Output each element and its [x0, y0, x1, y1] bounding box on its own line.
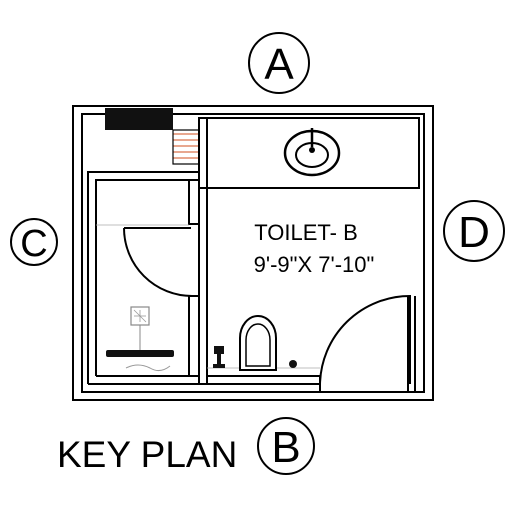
- floor-drain-icon: [289, 360, 297, 368]
- room-size: 9'-9"X 7'-10": [254, 252, 375, 277]
- tap-icon: [213, 346, 225, 368]
- door-arc-right: [319, 294, 411, 385]
- door-arc-left: [123, 227, 193, 297]
- room-name: TOILET- B: [254, 220, 358, 245]
- grid-marker-c: C: [10, 218, 58, 266]
- partition-left-upper: [188, 179, 200, 225]
- grid-marker-b: B: [257, 417, 315, 475]
- shower-icon: [106, 306, 174, 372]
- washbasin-icon: [283, 128, 341, 177]
- grating: [173, 133, 198, 159]
- toilet-icon: [239, 315, 277, 371]
- grating-frame: [172, 129, 200, 165]
- shelf-block: [105, 108, 173, 130]
- outer-wall: [72, 105, 434, 401]
- grid-marker-d: D: [443, 200, 505, 262]
- marker-d-label: D: [458, 208, 490, 257]
- marker-a-label: A: [264, 40, 294, 89]
- grid-marker-a: A: [248, 32, 310, 94]
- partition-left-lower: [188, 295, 200, 377]
- marker-c-label: C: [20, 223, 47, 265]
- marker-b-label: B: [271, 423, 300, 472]
- key-plan-title: KEY PLAN: [57, 434, 237, 475]
